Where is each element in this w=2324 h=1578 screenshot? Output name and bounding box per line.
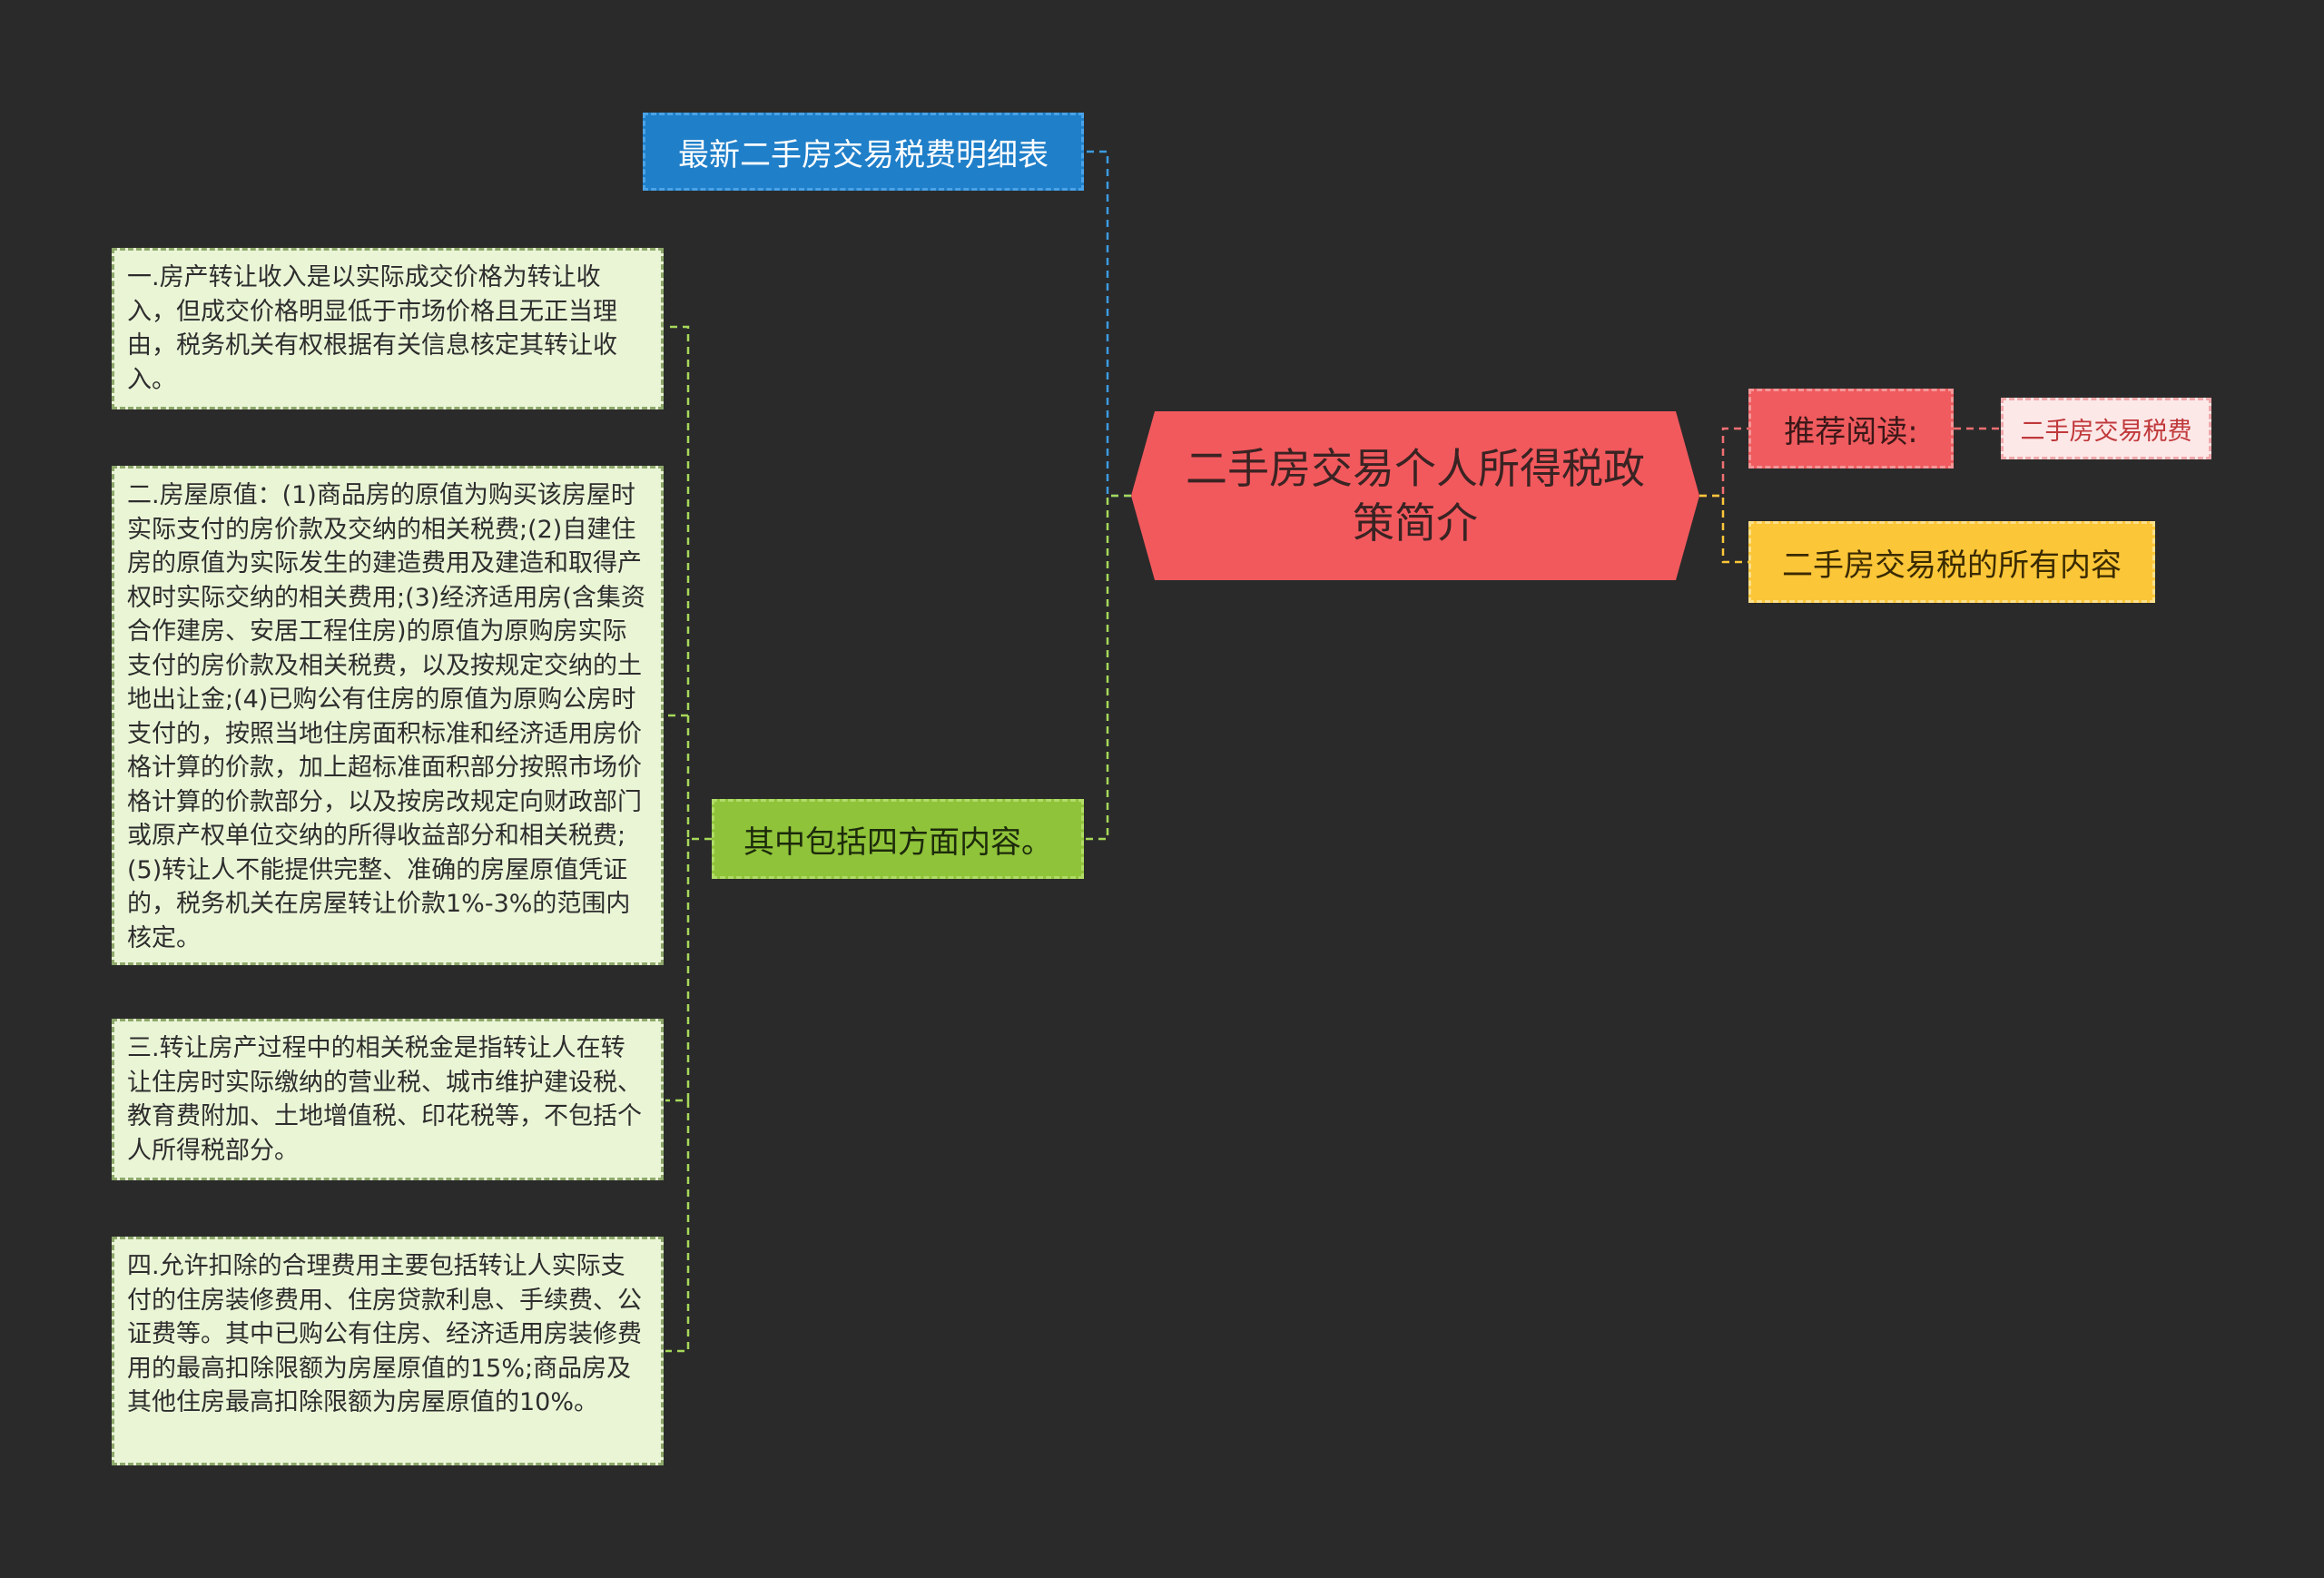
link-center-recommend: [1699, 427, 1748, 498]
detail-node-1[interactable]: 一.房产转让收入是以实际成交价格为转让收入，但成交价格明显低于市场价格且无正当理…: [112, 248, 664, 409]
topic-recommend-reading[interactable]: 推荐阅读:: [1748, 389, 1954, 468]
link-four-detail-1: [665, 325, 712, 841]
link-center-top: [1086, 150, 1131, 498]
topic-all-content[interactable]: 二手房交易税的所有内容: [1748, 521, 2155, 603]
central-topic-shape: [1131, 411, 1699, 580]
detail-node-4[interactable]: 四.允许扣除的合理费用主要包括转让人实际支付的住房装修费用、住房贷款利息、手续费…: [112, 1237, 664, 1465]
topic-tax-fee-table-label: 最新二手房交易税费明细表: [678, 136, 1049, 173]
topic-recommend-link[interactable]: 二手房交易税费: [2001, 398, 2211, 459]
topic-all-content-label: 二手房交易税的所有内容: [1782, 547, 2122, 584]
central-topic[interactable]: 二手房交易个人所得税政策简介: [1131, 411, 1699, 580]
detail-node-3[interactable]: 三.转让房产过程中的相关税金是指转让人在转让住房时实际缴纳的营业税、城市维护建设…: [112, 1019, 664, 1180]
link-center-all: [1699, 494, 1748, 564]
detail-node-2[interactable]: 二.房屋原值：(1)商品房的原值为购买该房屋时实际支付的房价款及交纳的相关税费;…: [112, 466, 664, 965]
topic-recommend-link-label: 二手房交易税费: [2020, 417, 2192, 446]
link-center-four: [1086, 494, 1131, 841]
link-four-detail-3: [665, 839, 690, 1102]
link-four-detail-4: [665, 1100, 690, 1353]
topic-four-aspects-label: 其中包括四方面内容。: [743, 824, 1052, 861]
topic-four-aspects[interactable]: 其中包括四方面内容。: [712, 799, 1084, 879]
central-topic-label: 二手房交易个人所得税政策简介: [1186, 444, 1645, 547]
detail-text-1: 一.房产转让收入是以实际成交价格为转让收入，但成交价格明显低于市场价格且无正当理…: [127, 263, 617, 394]
topic-recommend-reading-label: 推荐阅读:: [1784, 413, 1918, 450]
detail-text-4: 四.允许扣除的合理费用主要包括转让人实际支付的住房装修费用、住房贷款利息、手续费…: [127, 1252, 642, 1416]
topic-tax-fee-table[interactable]: 最新二手房交易税费明细表: [643, 113, 1084, 191]
detail-text-2: 二.房屋原值：(1)商品房的原值为购买该房屋时实际支付的房价款及交纳的相关税费;…: [127, 481, 645, 952]
detail-text-3: 三.转让房产过程中的相关税金是指转让人在转让住房时实际缴纳的营业税、城市维护建设…: [127, 1034, 642, 1165]
